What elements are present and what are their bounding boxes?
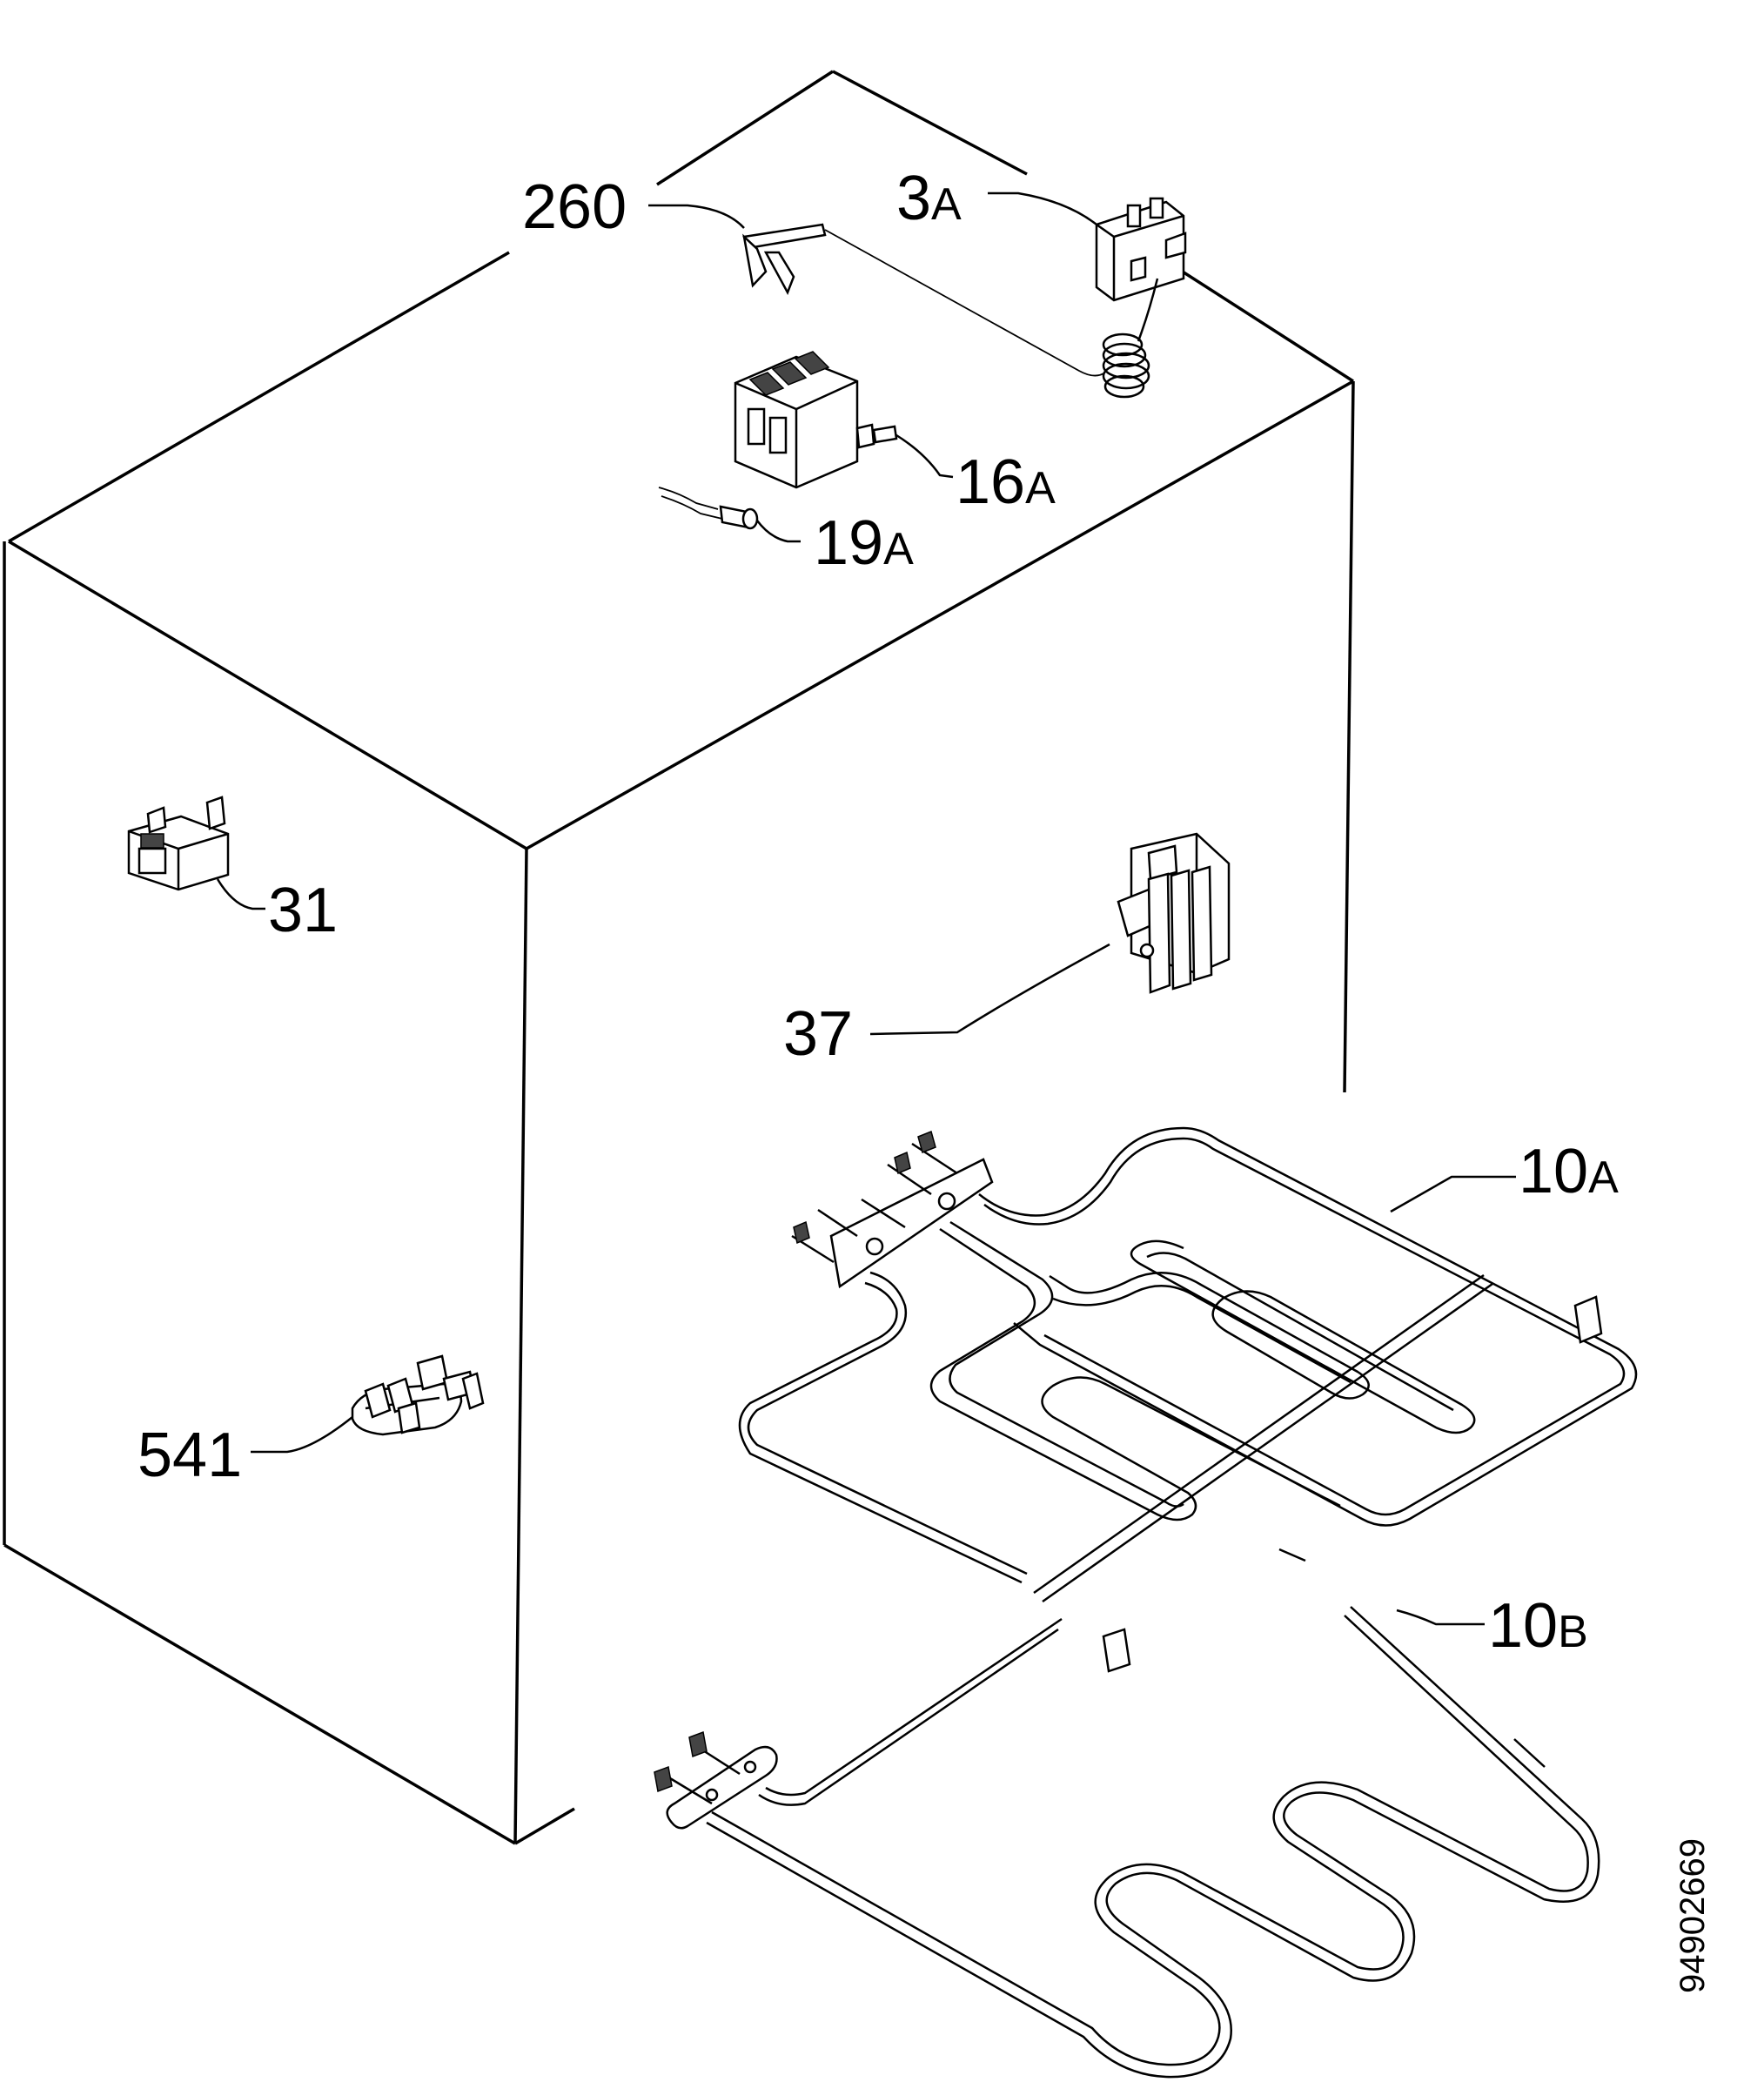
part-541-terminal-block — [251, 1354, 485, 1454]
part-31-door-switch — [127, 796, 265, 910]
callout-31: 31 — [268, 876, 338, 945]
oven-cabinet-outline — [3, 70, 1355, 1845]
part-19a-indicator-lamp — [658, 487, 801, 543]
callout-260: 260 — [522, 172, 627, 242]
callout-19a: 19A — [814, 508, 914, 578]
callout-541: 541 — [137, 1421, 242, 1490]
callout-3a: 3A — [896, 164, 962, 233]
part-16a-selector-switch — [734, 351, 954, 489]
document-number: 94902669 — [1673, 1838, 1712, 1993]
part-10a-grill-element — [738, 1126, 1638, 1673]
callout-16a: 16A — [956, 447, 1056, 517]
callout-10a: 10A — [1519, 1137, 1619, 1206]
callout-10b: 10B — [1488, 1591, 1588, 1661]
part-260-thermostat-bulb — [648, 204, 1106, 377]
part-3a-thermostat — [988, 191, 1187, 399]
callout-37: 37 — [783, 999, 853, 1069]
part-37-terminal-bracket — [869, 832, 1231, 1036]
part-10b-bottom-element — [654, 1606, 1600, 2079]
